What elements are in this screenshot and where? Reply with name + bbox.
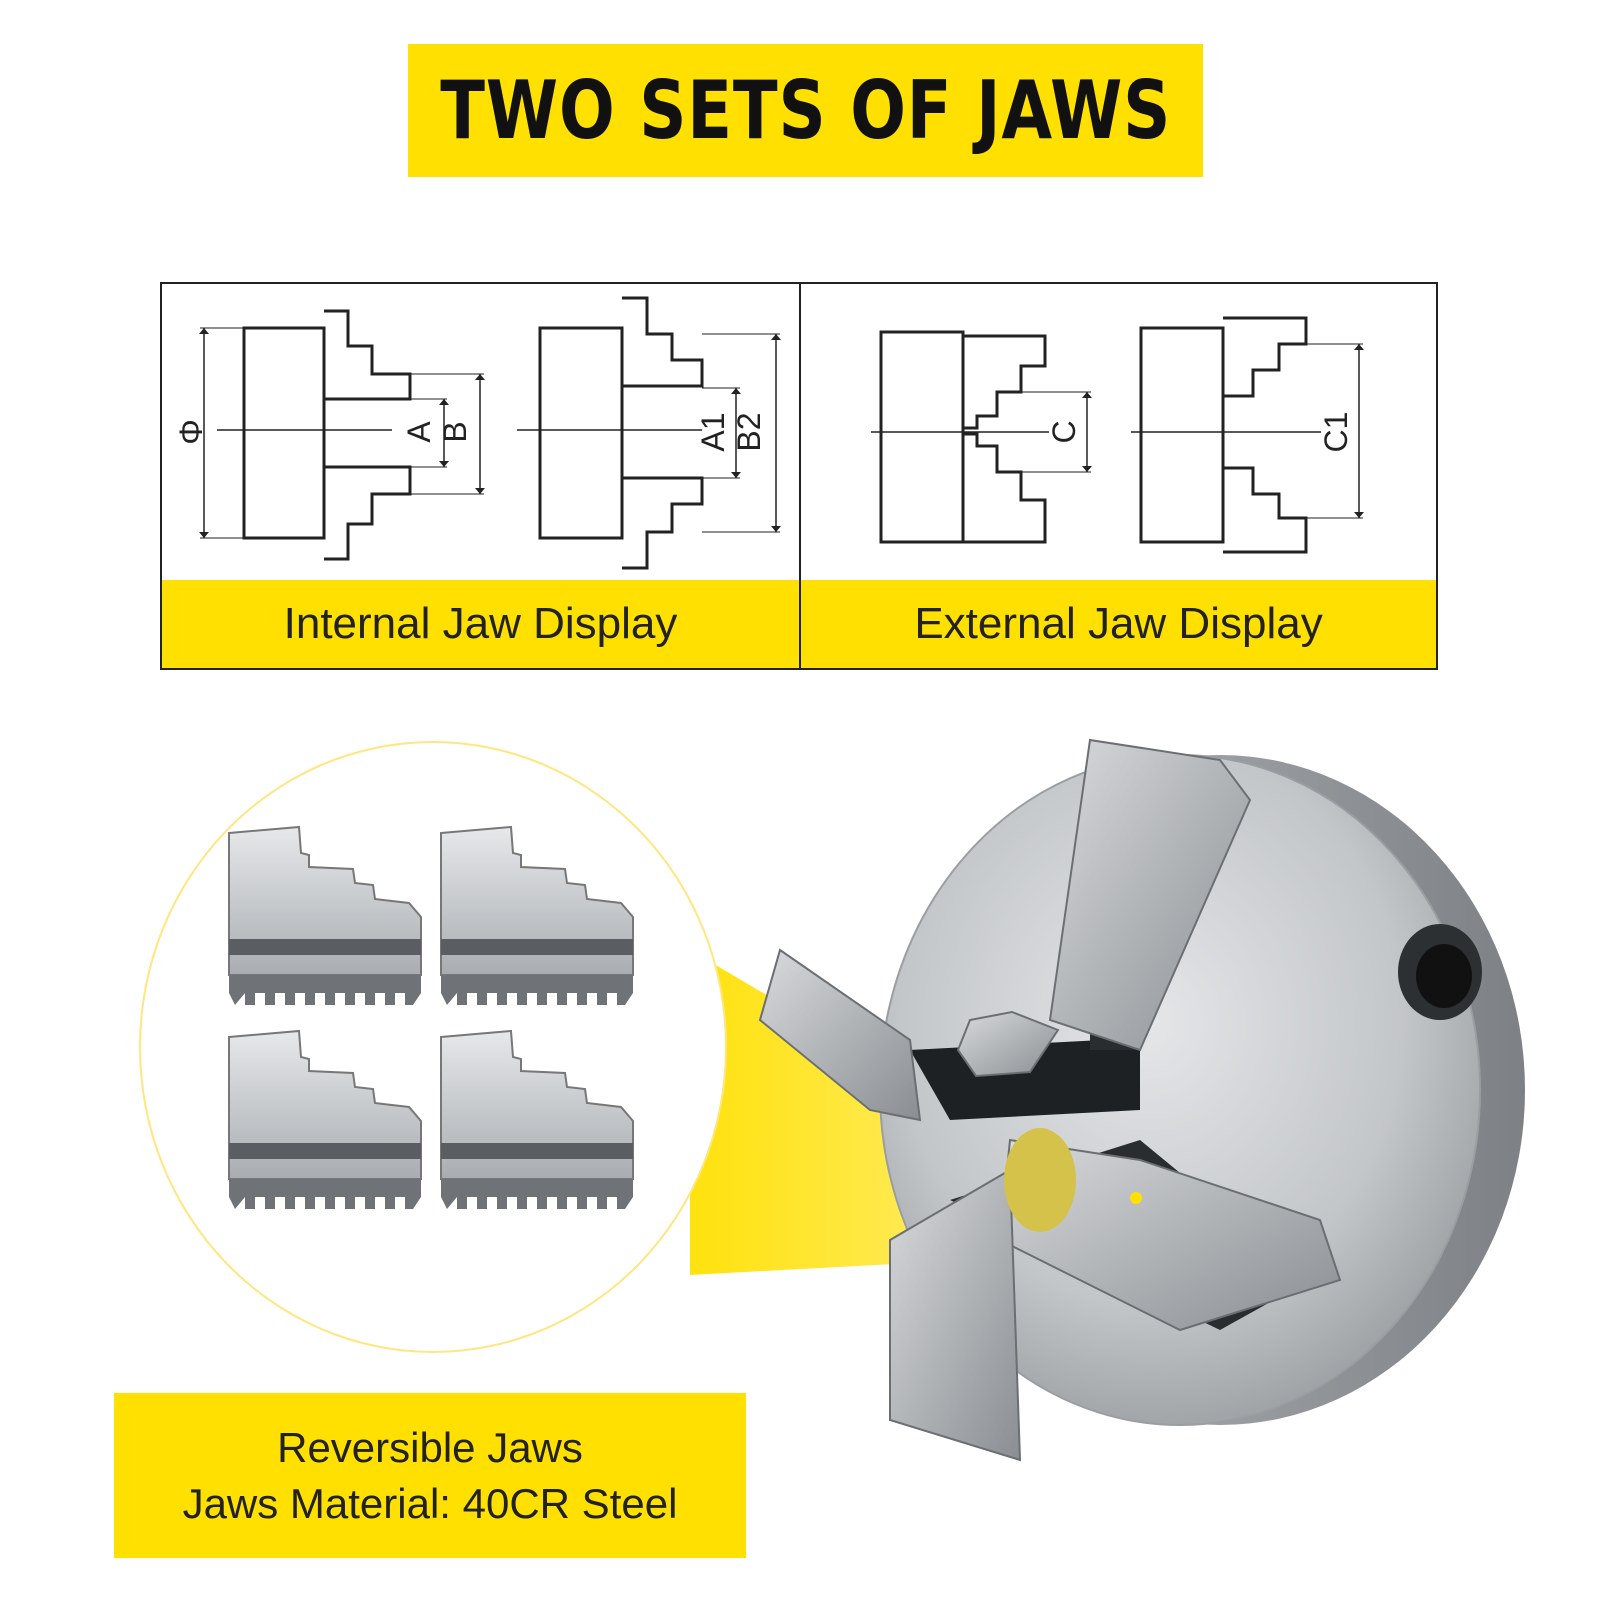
internal-jaw-caption: Internal Jaw Display xyxy=(162,580,799,668)
reversible-jaws-image xyxy=(139,741,727,1353)
jaw-piece-2 xyxy=(440,826,634,1006)
dimension-b-label: B xyxy=(437,421,473,442)
internal-jaw-panel: Φ A B A1 B2 Internal Jaw Display xyxy=(162,284,801,668)
phi-label: Φ xyxy=(173,419,209,445)
dimension-a1-label: A1 xyxy=(695,412,731,451)
jaw-piece-3 xyxy=(228,1030,422,1210)
jaw-piece-1 xyxy=(228,826,422,1006)
jaw-piece-4 xyxy=(440,1030,634,1210)
external-jaw-drawing: C C1 xyxy=(871,316,1364,554)
internal-jaw-drawing: Φ A B A1 B2 xyxy=(173,296,781,570)
dimension-b2-label: B2 xyxy=(731,412,767,451)
reversible-jaws-text: Reversible Jaws xyxy=(277,1423,583,1471)
dimension-c-label: C xyxy=(1046,420,1082,443)
title-banner: TWO SETS OF JAWS xyxy=(408,44,1203,177)
jaws-material-text: Jaws Material: 40CR Steel xyxy=(182,1479,678,1527)
page-title: TWO SETS OF JAWS xyxy=(440,64,1171,157)
dimension-a-label: A xyxy=(401,421,437,443)
external-jaw-panel: C C1 External Jaw Display xyxy=(801,284,1436,668)
jaws-info-box: Reversible Jaws Jaws Material: 40CR Stee… xyxy=(114,1393,746,1558)
lathe-chuck-image xyxy=(758,738,1525,1462)
dimension-c1-label: C1 xyxy=(1318,412,1354,453)
external-jaw-caption: External Jaw Display xyxy=(801,580,1436,668)
jaw-diagram-table: Φ A B A1 B2 Internal Jaw Display xyxy=(160,282,1438,670)
